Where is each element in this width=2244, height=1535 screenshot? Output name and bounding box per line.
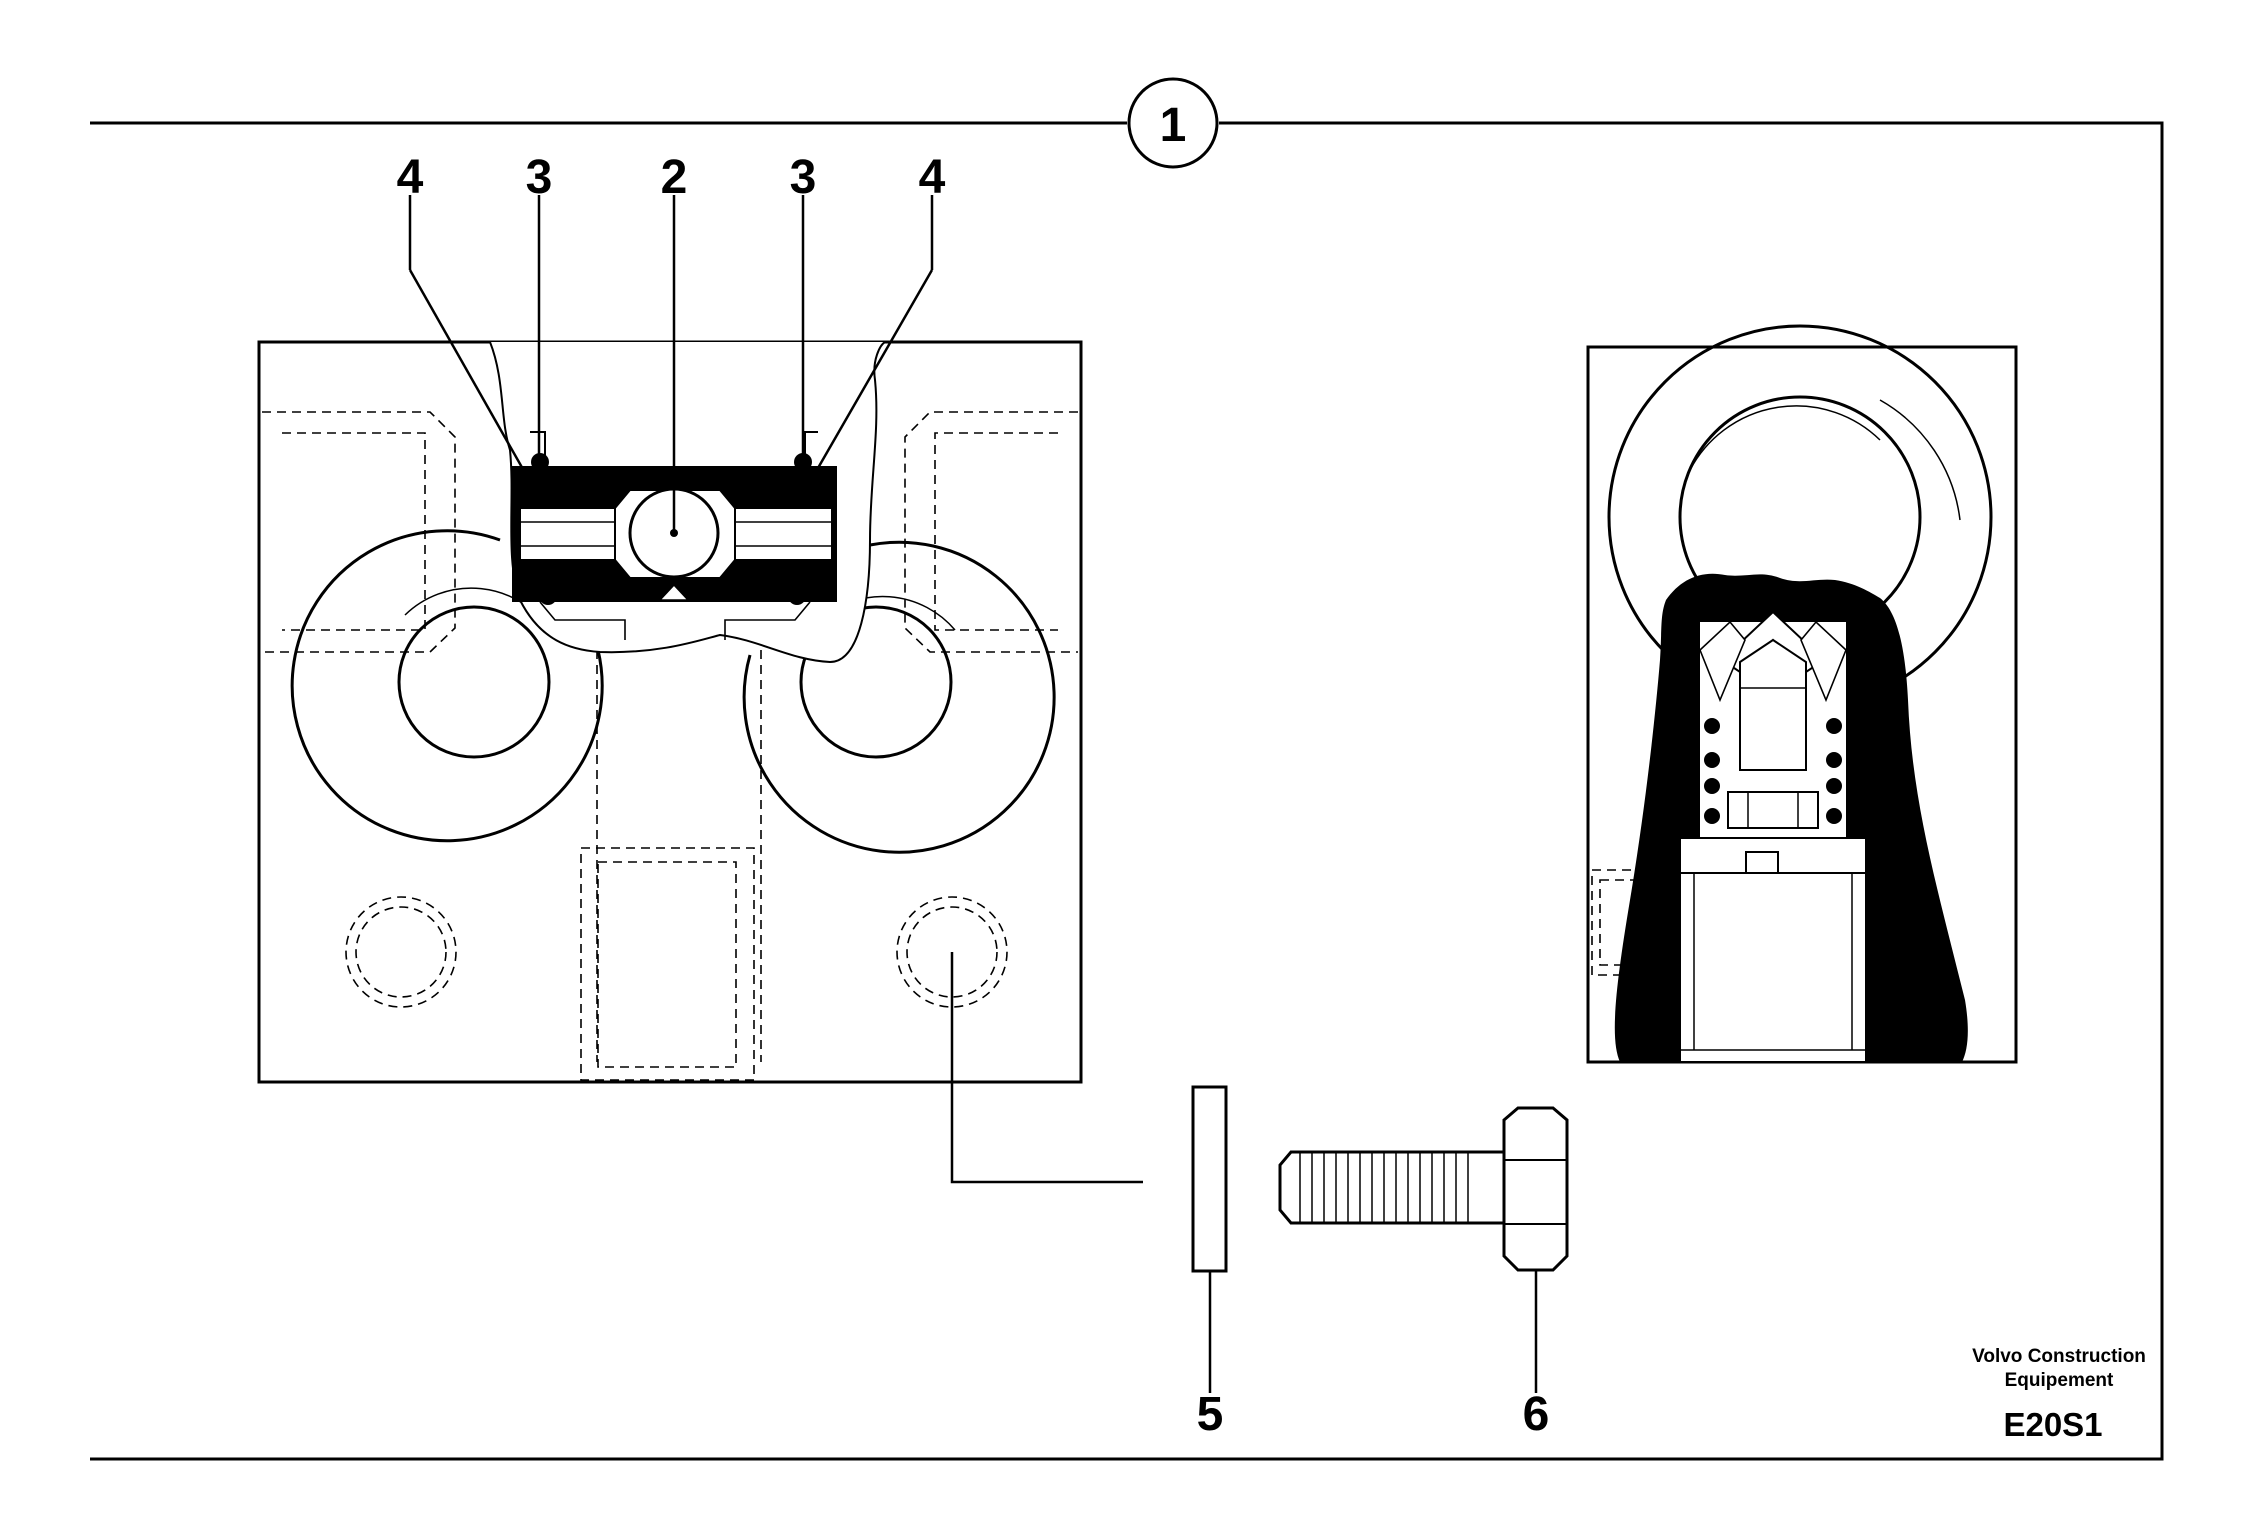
callout-ring-left: 3 bbox=[526, 151, 553, 204]
group-number: 1 bbox=[1160, 99, 1187, 152]
drawing-frame bbox=[90, 121, 2164, 1461]
left-port bbox=[290, 529, 604, 843]
mounting-leader bbox=[950, 952, 1143, 1184]
callout-washer: 5 bbox=[1197, 1388, 1224, 1441]
bolt-threads bbox=[1299, 1152, 1469, 1223]
relief-valve-section-view bbox=[1586, 324, 2018, 1064]
drawing-code: E20S1 bbox=[2003, 1406, 2102, 1443]
callout-leaders-top bbox=[408, 195, 934, 533]
title-block: Volvo Construction Equipement E20S1 bbox=[1972, 1346, 2146, 1443]
callout-bolt: 6 bbox=[1523, 1388, 1550, 1441]
cutaway-section bbox=[489, 341, 886, 664]
company-name-line2: Equipement bbox=[2005, 1370, 2114, 1391]
spring-coils bbox=[1704, 718, 1842, 824]
callout-ball: 2 bbox=[661, 151, 688, 204]
washer-part: 5 bbox=[1191, 1085, 1228, 1441]
callout-seal-left: 4 bbox=[397, 151, 424, 204]
callout-seal-right: 4 bbox=[919, 151, 946, 204]
valve-block-top-view: 4 3 2 3 4 bbox=[257, 151, 1143, 1184]
group-number-badge: 1 bbox=[1127, 77, 1219, 169]
company-name-line1: Volvo Construction bbox=[1972, 1346, 2146, 1367]
callout-ring-right: 3 bbox=[790, 151, 817, 204]
bolt-part: 6 bbox=[1278, 1106, 1569, 1441]
hidden-pockets bbox=[262, 411, 1078, 1081]
